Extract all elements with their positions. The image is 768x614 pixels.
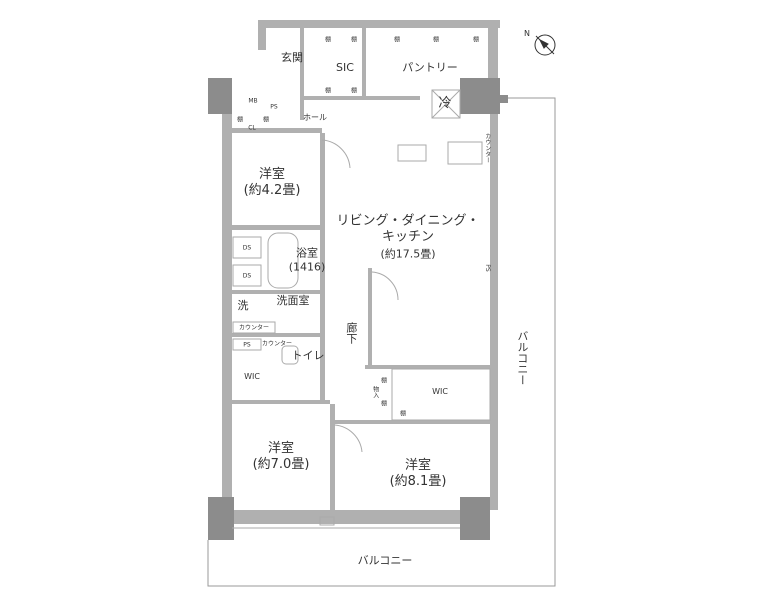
shelf-label: 棚: [262, 116, 270, 124]
genkan-label: 玄関: [281, 51, 303, 65]
ds-label: DS: [242, 272, 252, 280]
toilet-label: トイレ: [291, 349, 325, 363]
balcony-label-right: バルコニー: [515, 330, 529, 386]
room-size: (約17.5畳): [380, 247, 436, 261]
shelf-label: 棚: [350, 36, 358, 44]
shelf-label: 棚: [324, 36, 332, 44]
western-room-2: 洋室(約7.0畳): [253, 441, 310, 474]
pantry-label: パントリー: [402, 61, 458, 75]
ps-label: PS: [483, 264, 491, 272]
balcony-outline: [207, 97, 556, 587]
room-name: 洋室: [267, 440, 295, 456]
compass-icon: [534, 34, 556, 56]
counter-label: カウンター: [261, 340, 293, 348]
pillar: [208, 78, 232, 114]
storage-label: 物入: [371, 386, 379, 398]
shelf-label: 棚: [236, 116, 244, 124]
sic-label: SIC: [336, 61, 354, 75]
wic-label: WIC: [244, 372, 260, 381]
room-size: (約7.0畳): [252, 457, 310, 472]
fridge-label: 冷: [438, 95, 452, 111]
wall-entrance: [258, 20, 266, 50]
cl-label: CL: [248, 124, 256, 132]
western-room-1: 洋室(約4.2畳): [244, 167, 301, 200]
washroom-label: 洗面室: [276, 294, 310, 308]
wall-top-right: [488, 20, 498, 100]
shelf-label: 棚: [324, 87, 332, 95]
shelf-label: 棚: [472, 36, 480, 44]
room-size: (1416): [288, 260, 326, 273]
room-name: 洋室: [258, 166, 286, 182]
room-name: 浴室: [295, 246, 318, 260]
shelf-label: 棚: [380, 377, 388, 385]
ds-label: DS: [242, 244, 252, 252]
shelf-label: 棚: [399, 410, 407, 418]
mb-label: MB: [248, 97, 258, 105]
counter-label: カウンター: [238, 324, 270, 332]
ps-label: PS: [243, 341, 251, 349]
room-size: (約8.1畳): [389, 474, 447, 489]
wic-label: WIC: [432, 387, 448, 396]
room-size: (約4.2畳): [243, 183, 301, 198]
pillar: [460, 497, 490, 540]
room-name: キッチン: [381, 229, 435, 245]
shelf-label: 棚: [432, 36, 440, 44]
wall-bottom: [232, 510, 490, 524]
balcony-label-bottom: バルコニー: [357, 554, 413, 568]
wall-top: [258, 20, 500, 28]
western-room-3: 洋室(約8.1畳): [390, 458, 447, 491]
laundry-label: 洗: [237, 299, 249, 313]
wall-right: [490, 110, 498, 510]
ps-label: PS: [270, 103, 278, 111]
pillar: [460, 78, 500, 114]
bath-room: 浴室(1416): [289, 246, 326, 274]
ldk-room: リビング・ダイニング・キッチン (約17.5畳): [336, 214, 479, 263]
hall-label: ホール: [303, 113, 327, 122]
counter-label: カウンター: [483, 133, 491, 163]
shelf-label: 棚: [350, 87, 358, 95]
compass-label: N: [524, 29, 530, 38]
corridor-label: 廊下: [344, 322, 358, 344]
shelf-label: 棚: [393, 36, 401, 44]
shelf-label: 棚: [380, 400, 388, 408]
wall-left: [222, 85, 232, 535]
room-name: 洋室: [404, 457, 432, 473]
pillar: [208, 497, 234, 540]
room-name: リビング・ダイニング・: [336, 213, 480, 229]
